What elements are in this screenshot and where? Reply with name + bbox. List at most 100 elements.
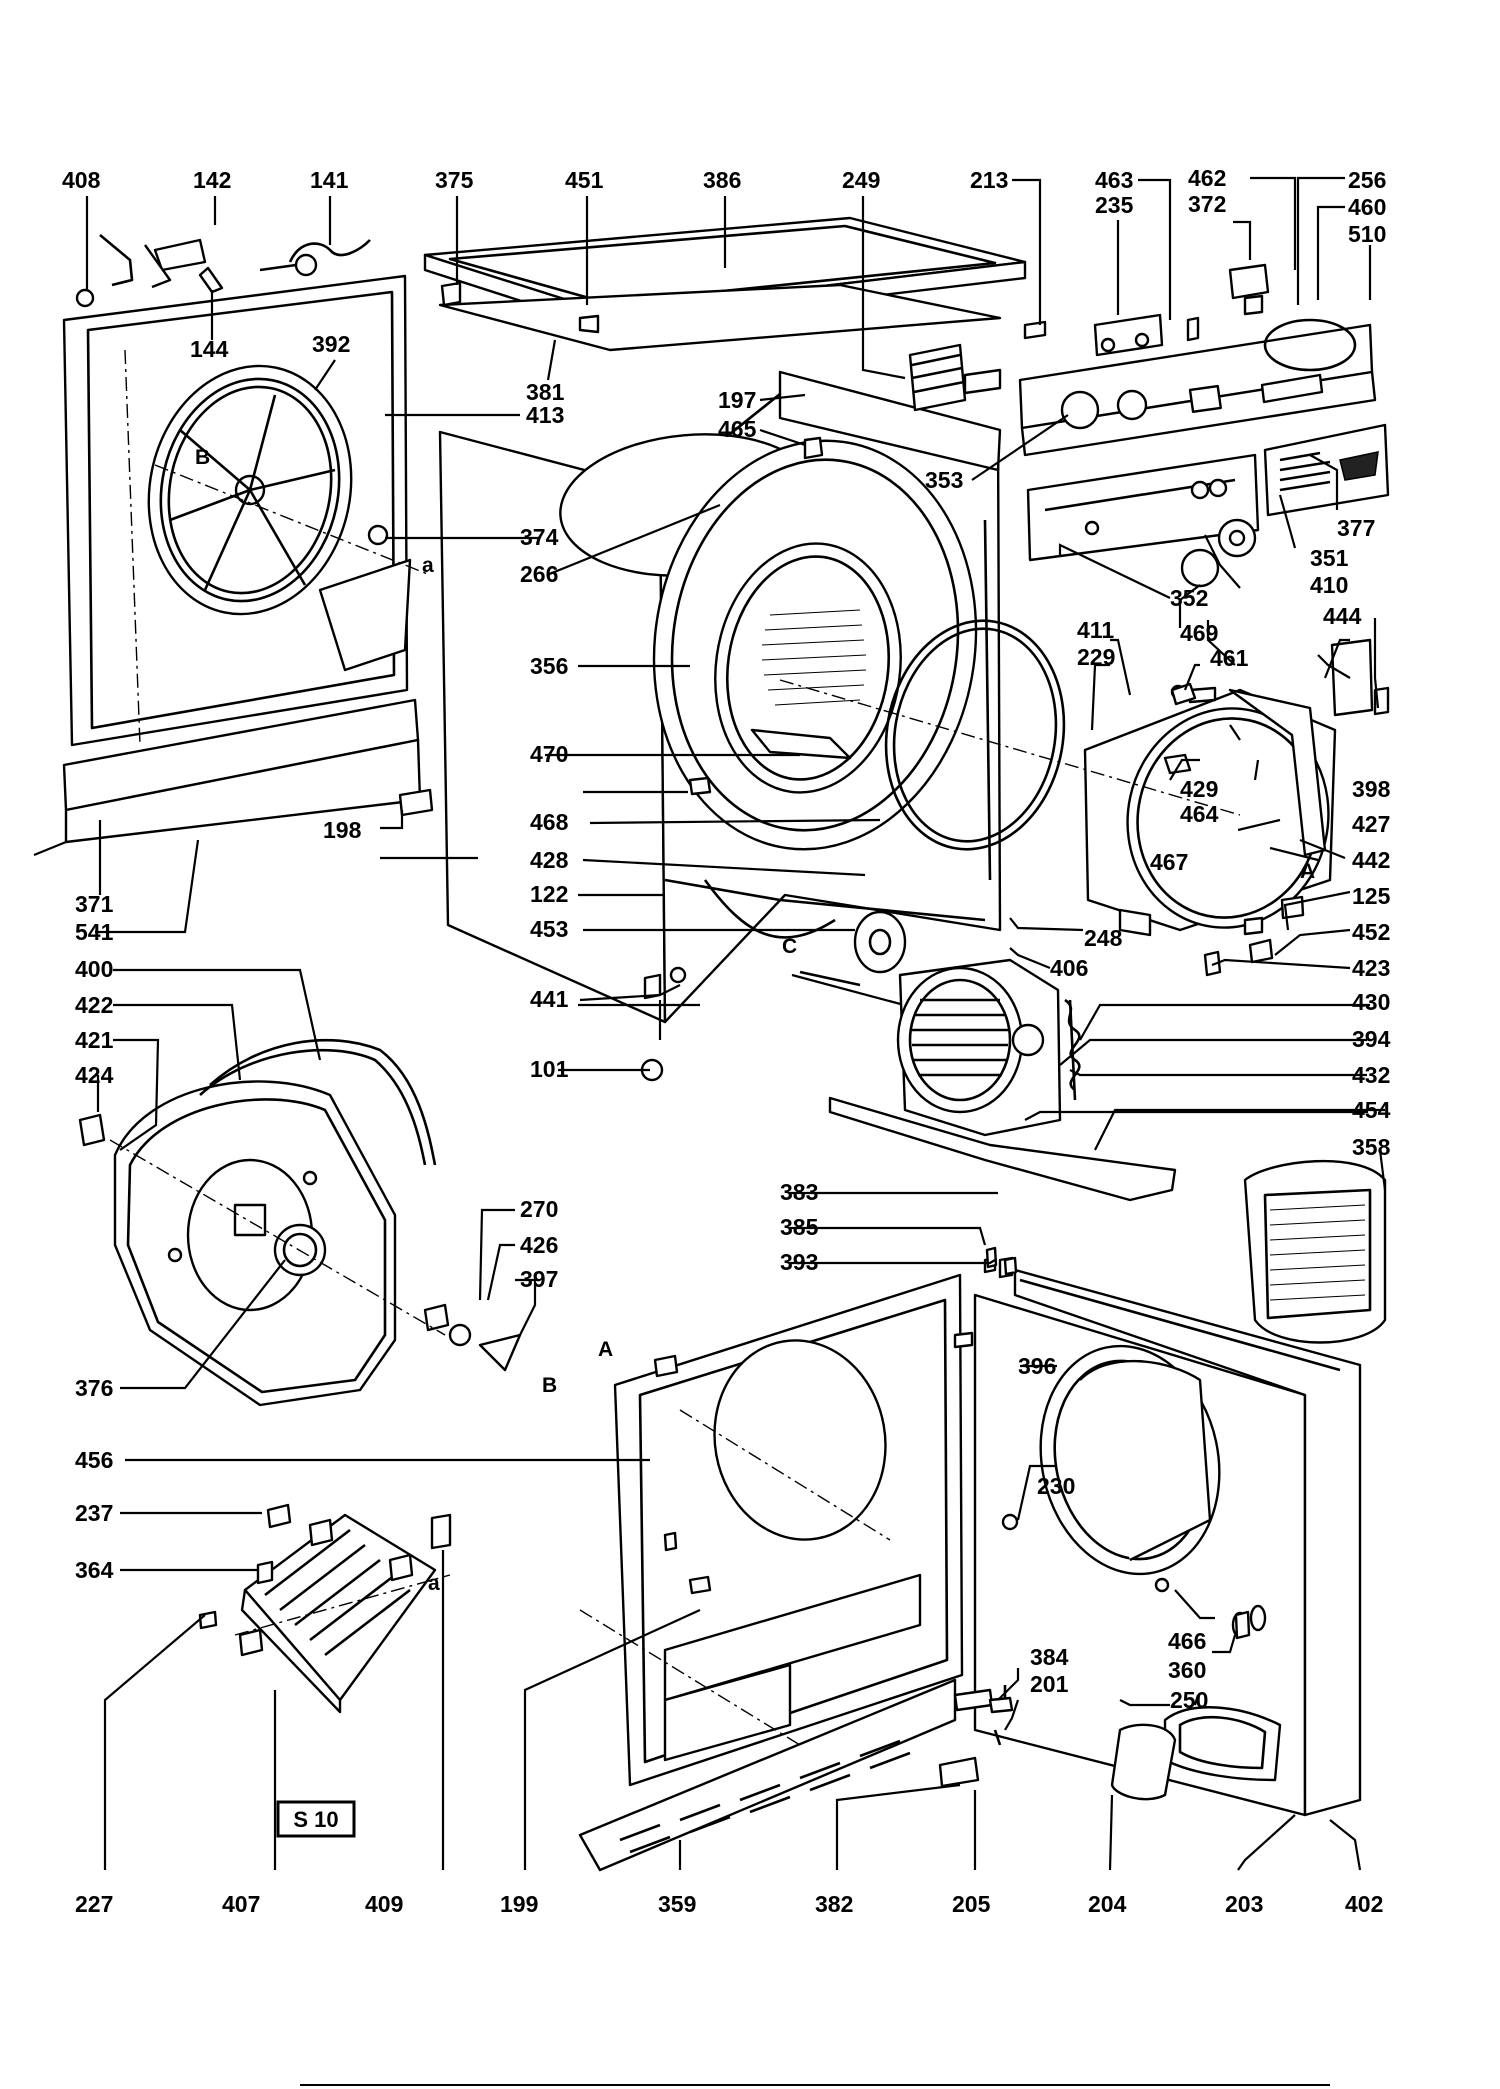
part-label: 377 [1337, 515, 1375, 541]
rear-fan-housing [1083, 638, 1390, 977]
part-label: 248 [1084, 925, 1123, 951]
part-label: 125 [1352, 883, 1391, 909]
part-label: 353 [925, 467, 963, 493]
part-label: 237 [75, 1500, 113, 1526]
part-label: 227 [75, 1891, 113, 1917]
part-label: 204 [1088, 1891, 1127, 1917]
part-label: 375 [435, 167, 474, 193]
part-label: 426 [520, 1232, 558, 1258]
part-label: 456 [75, 1447, 113, 1473]
part-label: 460 [1348, 194, 1386, 220]
part-label: 409 [365, 1891, 403, 1917]
part-label: 467 [1150, 849, 1188, 875]
ref-letter-a-upper: A [1300, 860, 1315, 883]
part-label: 101 [530, 1056, 569, 1082]
part-label: 406 [1050, 955, 1088, 981]
part-label: 402 [1345, 1891, 1383, 1917]
part-label: 462 [1188, 165, 1226, 191]
part-label: 122 [530, 881, 568, 907]
ref-letter-a-small: a [428, 1572, 440, 1595]
part-label: 444 [1323, 603, 1362, 629]
sheet-tag-box: S 10 [276, 1800, 356, 1838]
cabinet-drum-drawing [438, 370, 1002, 1040]
part-label: 386 [703, 167, 741, 193]
top-right-components [908, 263, 1372, 412]
part-label: 413 [526, 402, 564, 428]
part-label: 451 [565, 167, 604, 193]
part-label: 235 [1095, 192, 1134, 218]
part-label: 199 [500, 1891, 538, 1917]
part-label: 464 [1180, 801, 1219, 827]
part-label: 429 [1180, 776, 1218, 802]
front-door-drawing [938, 1256, 1362, 1817]
control-panel-drawing [1018, 318, 1390, 588]
part-label: 398 [1352, 776, 1391, 802]
part-label: 358 [1352, 1134, 1391, 1160]
part-label: 356 [530, 653, 568, 679]
part-label: 465 [718, 416, 757, 442]
heater-box-drawing [198, 1503, 452, 1714]
part-label: 396 [1018, 1353, 1056, 1379]
ref-letter-c: C [782, 935, 797, 958]
ref-letter-a-lower: A [598, 1338, 613, 1361]
part-number-labels: 408 142 141 375 451 386 249 213 463 235 … [62, 165, 1391, 1917]
part-label: 197 [718, 387, 756, 413]
part-label: 142 [193, 167, 231, 193]
leader-lines [85, 176, 1387, 1871]
part-label: 203 [1225, 1891, 1263, 1917]
door-seal-ring [884, 619, 1066, 851]
part-label: 198 [323, 817, 362, 843]
part-label: 144 [190, 336, 229, 362]
part-label: 352 [1170, 585, 1208, 611]
drum-back-drawing [78, 1038, 522, 1407]
part-label: 432 [1352, 1062, 1390, 1088]
motor-assembly [791, 910, 1177, 1202]
part-label: 541 [75, 919, 114, 945]
part-label: 384 [1030, 1644, 1069, 1670]
part-label: 469 [1180, 620, 1218, 646]
part-label: 411 [1077, 617, 1114, 643]
part-label: 360 [1168, 1657, 1206, 1683]
part-label: 463 [1095, 167, 1133, 193]
part-label: 230 [1037, 1473, 1075, 1499]
part-label: 466 [1168, 1628, 1206, 1654]
part-label: 427 [1352, 811, 1390, 837]
part-label: 393 [780, 1249, 818, 1275]
reference-letters: a B A C B A a [195, 446, 1315, 1595]
part-label: 351 [1310, 545, 1349, 571]
part-label: 201 [1030, 1671, 1069, 1697]
part-label: 397 [520, 1266, 558, 1292]
part-label: 382 [815, 1891, 853, 1917]
part-label: 453 [530, 916, 568, 942]
part-label: 428 [530, 847, 569, 873]
ref-letter-a: a [422, 554, 434, 577]
top-left-small-parts [75, 238, 371, 308]
part-label: 454 [1352, 1097, 1391, 1123]
part-label: 376 [75, 1375, 113, 1401]
part-label: 374 [520, 524, 559, 550]
part-label: 407 [222, 1891, 260, 1917]
part-label: 442 [1352, 847, 1390, 873]
part-label: 381 [526, 379, 565, 405]
part-label: 421 [75, 1027, 114, 1053]
front-frame-drawing [578, 1273, 964, 1872]
part-label: 468 [530, 809, 569, 835]
part-label: 394 [1352, 1026, 1391, 1052]
part-label: 372 [1188, 191, 1226, 217]
ref-letter-b-lower: B [542, 1374, 557, 1397]
part-label: 441 [530, 986, 569, 1012]
part-label: 510 [1348, 221, 1386, 247]
filter-drawing [1243, 1159, 1387, 1344]
part-label: 408 [62, 167, 101, 193]
part-label: 410 [1310, 572, 1348, 598]
part-label: 229 [1077, 644, 1115, 670]
ref-letter-b: B [195, 446, 210, 469]
part-label: 424 [75, 1062, 114, 1088]
part-label: 256 [1348, 167, 1386, 193]
part-label: 470 [530, 741, 568, 767]
part-label: 205 [952, 1891, 991, 1917]
part-label: 213 [970, 167, 1008, 193]
part-label: 359 [658, 1891, 696, 1917]
part-label: 392 [312, 331, 350, 357]
